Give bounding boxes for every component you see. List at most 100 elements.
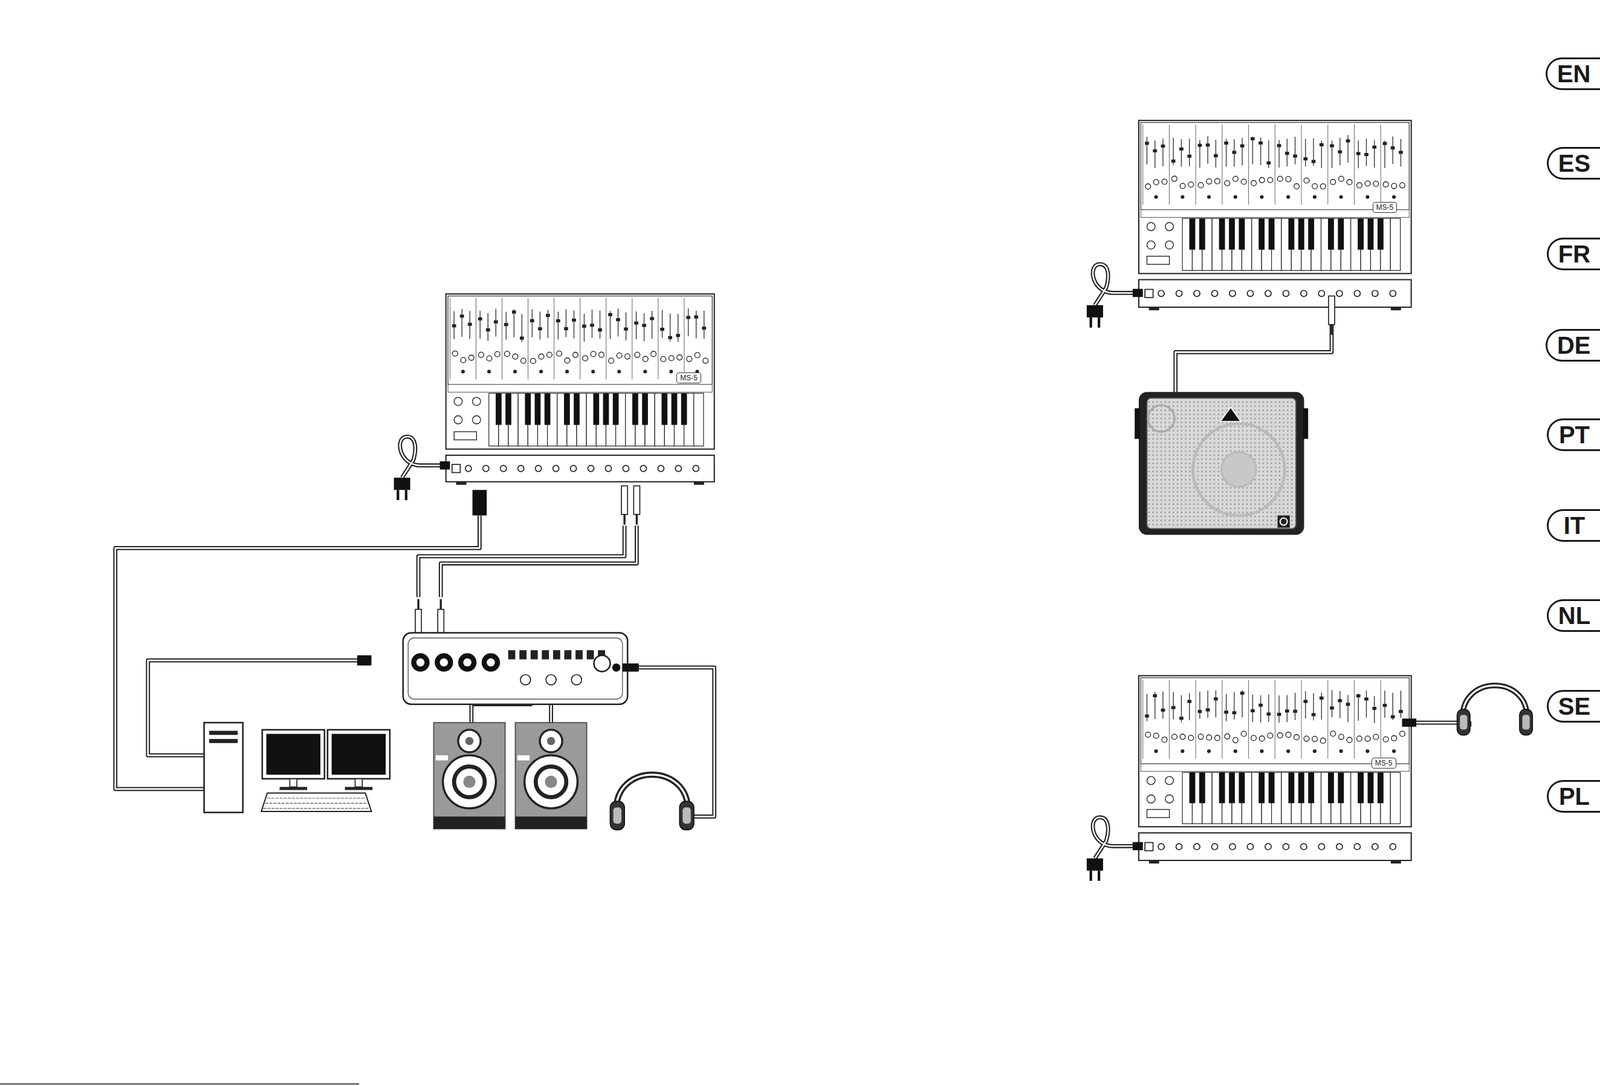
slider-cap [649, 316, 655, 320]
jack-socket [643, 369, 647, 373]
knob [660, 356, 667, 362]
level-knob [571, 674, 582, 685]
language-code: IT [1563, 513, 1586, 538]
slider-track [1268, 694, 1269, 722]
rear-socket [465, 465, 472, 472]
amp-badge [1277, 514, 1290, 528]
language-tab: IT [1546, 508, 1600, 542]
language-code: ES [1558, 151, 1591, 176]
usb-plug [472, 489, 488, 515]
slider-track [1400, 690, 1402, 718]
tweeter [458, 729, 481, 752]
black-key [593, 392, 600, 425]
rear-socket [1336, 290, 1343, 297]
control-button [1146, 809, 1170, 818]
amp-badge-ring [1280, 518, 1288, 526]
knob [686, 356, 693, 362]
meter-led [553, 649, 561, 659]
slider-cap [582, 324, 587, 328]
knob [1399, 730, 1406, 737]
black-key [1377, 771, 1384, 803]
nameplate-strip [1140, 763, 1409, 771]
black-key [495, 392, 502, 425]
monitor-frame [327, 729, 390, 779]
panel-divider [1274, 124, 1276, 205]
headphone-out [612, 663, 621, 672]
slider-track [565, 308, 567, 337]
headphones [1457, 685, 1533, 736]
knob [1294, 183, 1300, 190]
headphone-plug [622, 663, 639, 672]
rear-socket [622, 465, 629, 472]
brand-badge [435, 754, 448, 760]
slider-cap [467, 322, 473, 326]
headband-inner [616, 774, 688, 812]
rear-socket [1389, 843, 1396, 850]
white-key [1390, 771, 1400, 824]
slider-track [1215, 689, 1217, 717]
jack-socket [669, 369, 673, 373]
computer-tower [204, 722, 243, 813]
jack-socket [1286, 195, 1290, 199]
plug-pin [1097, 317, 1101, 328]
slider-cap [563, 327, 569, 331]
synthesizer [446, 293, 715, 485]
slider-cap [589, 323, 595, 327]
knob [573, 351, 579, 358]
drive-slot [209, 730, 238, 736]
wheel-knob [1165, 776, 1174, 785]
knob [1240, 730, 1247, 737]
knob [1206, 734, 1212, 740]
slider-cap [1250, 709, 1255, 713]
black-key [1367, 771, 1374, 803]
meter-led [564, 649, 572, 659]
knob [521, 357, 527, 364]
panel-divider [1169, 679, 1170, 759]
combo-input-center [440, 658, 449, 667]
rear-panel [1138, 279, 1412, 308]
slider-track [487, 313, 489, 341]
plug-pin [1089, 317, 1093, 328]
meter-led [586, 649, 595, 659]
slider-cap [1266, 712, 1271, 716]
slider-track [1225, 693, 1227, 722]
knob [1233, 737, 1239, 743]
knob [1259, 735, 1265, 742]
rear-socket [1176, 290, 1183, 297]
knob [564, 357, 571, 364]
slider-cap [1337, 150, 1342, 154]
headband [1462, 685, 1527, 719]
power-cable [1086, 817, 1144, 881]
slider-cap [504, 322, 509, 326]
slider-cap [1144, 714, 1150, 718]
knob [651, 351, 657, 357]
slider-cap [493, 320, 499, 324]
slider-track [651, 310, 653, 339]
jack-socket [1233, 748, 1238, 753]
slider-cap [1311, 160, 1316, 164]
knob [1188, 181, 1194, 188]
synth-body [446, 293, 715, 450]
foot [1390, 860, 1402, 864]
cable-inner [637, 667, 715, 817]
model-label: MS-5 [1371, 757, 1397, 769]
slider-track [1366, 690, 1367, 718]
rear-socket [692, 465, 699, 472]
slider-cap [1224, 710, 1229, 714]
wheel-knob [1146, 222, 1156, 231]
black-key [681, 392, 688, 425]
language-code: SE [1558, 693, 1591, 719]
power-connector [1132, 842, 1144, 851]
synthesizer [1138, 675, 1412, 864]
combo-input [458, 652, 477, 671]
key-row [263, 807, 370, 809]
amp-speaker-ring [1192, 423, 1285, 516]
slider-cap [571, 318, 577, 322]
power-wire [1092, 264, 1139, 306]
slider-cap [641, 323, 647, 328]
black-key [1298, 771, 1305, 803]
rear-socket [657, 465, 664, 472]
power-connector [1132, 288, 1144, 298]
black-key [641, 392, 648, 425]
